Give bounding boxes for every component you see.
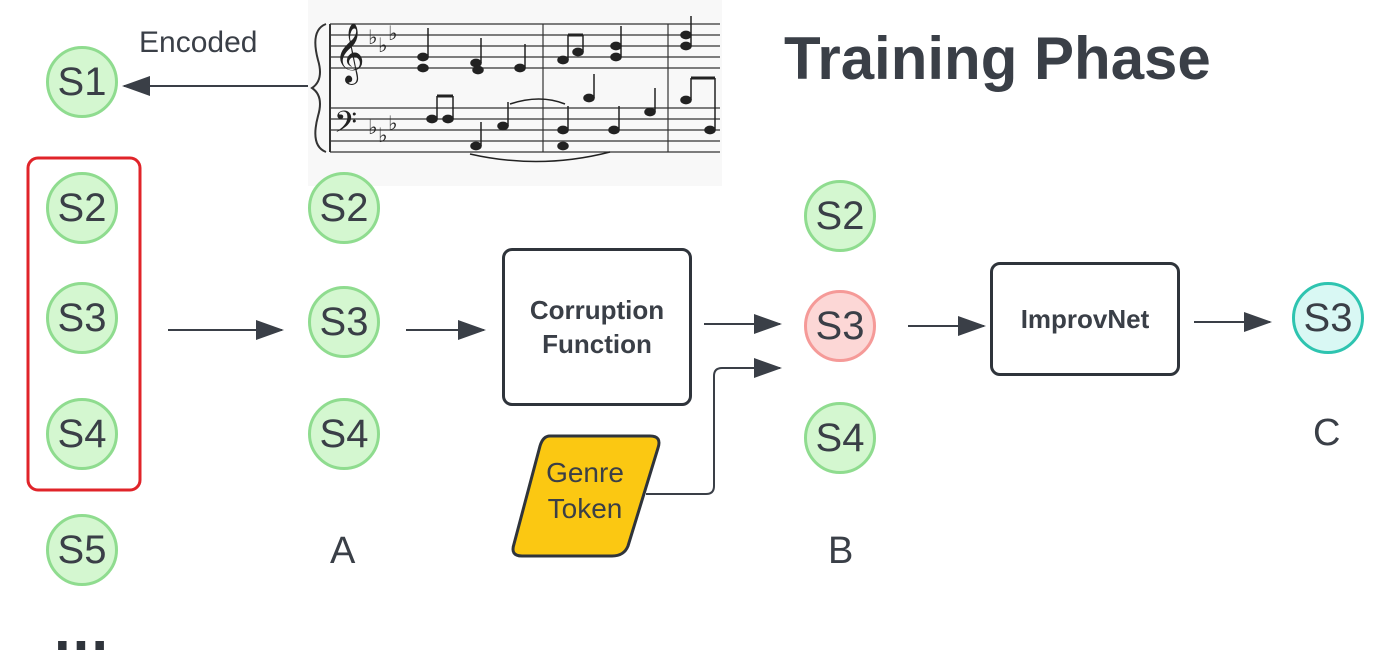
svg-text:𝄢: 𝄢 [334, 106, 357, 147]
svg-text:♭: ♭ [378, 123, 387, 147]
segment-s2: S2 [46, 172, 118, 244]
genre-token-label: Genre Token [546, 457, 624, 524]
more-segments-ellipsis: ... [54, 596, 111, 663]
selection-frame [26, 156, 142, 492]
segment-s1: S1 [46, 46, 118, 118]
stage-b-s2: S2 [804, 180, 876, 252]
segment-s4: S4 [46, 398, 118, 470]
stage-b-s3-corrupted: S3 [804, 290, 876, 362]
stage-a-label: A [330, 530, 356, 572]
improvnet-box: ImprovNet [990, 262, 1180, 376]
svg-text:♭: ♭ [378, 33, 387, 57]
svg-text:♭: ♭ [368, 115, 377, 139]
stage-a-s4: S4 [308, 398, 380, 470]
stage-a-s2: S2 [308, 172, 380, 244]
stage-c-s3-output: S3 [1292, 282, 1364, 354]
svg-text:♭: ♭ [368, 25, 377, 49]
stage-b-label: B [828, 530, 854, 572]
genre-token-shape [511, 434, 661, 558]
svg-text:♭: ♭ [388, 21, 397, 45]
encoded-label: Encoded [139, 26, 258, 59]
stage-b-s4: S4 [804, 402, 876, 474]
diagram-title: Training Phase [784, 25, 1211, 92]
segment-s3: S3 [46, 282, 118, 354]
svg-text:♭: ♭ [388, 111, 397, 135]
stage-a-s3: S3 [308, 286, 380, 358]
corruption-function-box: Corruption Function [502, 248, 692, 406]
genre-arrow [646, 358, 782, 495]
segment-s5: S5 [46, 514, 118, 586]
stage-c-label: C [1313, 412, 1341, 454]
svg-text:𝄞: 𝄞 [334, 23, 365, 85]
